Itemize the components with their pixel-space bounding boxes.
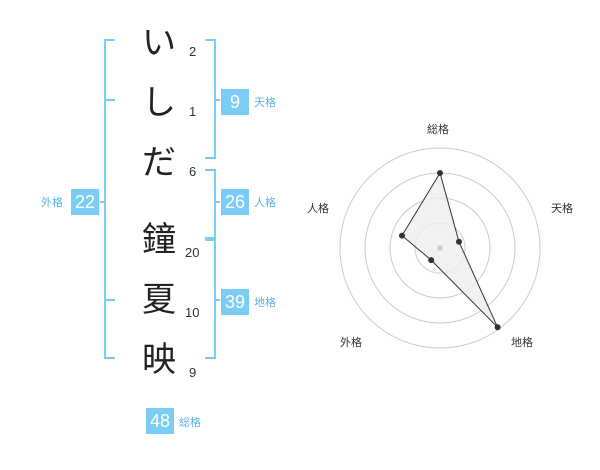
- stroke-count-6: 9: [189, 365, 197, 380]
- radar-axis-label-chikaku: 地格: [511, 336, 533, 349]
- radar-point-3: [494, 324, 501, 331]
- gaikaku-label: 外格: [41, 196, 63, 209]
- jinkaku-bracket: [205, 169, 216, 239]
- radar-center-dot: [437, 245, 443, 251]
- soukaku-label: 総格: [179, 416, 201, 429]
- stroke-count-5: 10: [185, 305, 200, 320]
- stroke-count-1: 2: [189, 44, 197, 59]
- stroke-count-4: 20: [185, 245, 200, 260]
- chikaku-label: 地格: [254, 296, 276, 309]
- radar-point-1: [437, 170, 443, 176]
- radar-axis-label-soukaku: 総格: [427, 123, 449, 136]
- radar-point-5: [399, 232, 405, 239]
- chikaku-value: 39: [221, 289, 249, 315]
- name-char-3: だ: [142, 143, 176, 183]
- name-char-2: し: [142, 83, 176, 123]
- jinkaku-label: 人格: [254, 196, 276, 209]
- name-char-4: 鐘: [142, 220, 176, 260]
- soukaku-value: 48: [146, 408, 174, 434]
- tenkaku-label: 天格: [254, 96, 276, 109]
- stroke-count-3: 6: [189, 164, 197, 179]
- radar-point-2: [456, 238, 462, 245]
- radar-axis-label-gaikaku: 外格: [340, 336, 362, 349]
- tenkaku-value: 9: [221, 89, 249, 115]
- name-char-1: い: [142, 23, 176, 63]
- gaikaku-value: 22: [71, 189, 99, 215]
- name-char-6: 映: [142, 340, 176, 380]
- name-char-5: 夏: [142, 280, 176, 320]
- radar-polygon: [401, 171, 499, 328]
- radar-point-4: [428, 257, 435, 264]
- radar-axis-label-tenkaku: 天格: [551, 202, 573, 215]
- jinkaku-value: 26: [221, 189, 249, 215]
- radar-axis-label-jinkaku: 人格: [307, 202, 329, 215]
- radar-grid-ring-4: [339, 147, 541, 349]
- stroke-count-2: 1: [189, 104, 197, 119]
- outer-left-bracket: [104, 39, 115, 359]
